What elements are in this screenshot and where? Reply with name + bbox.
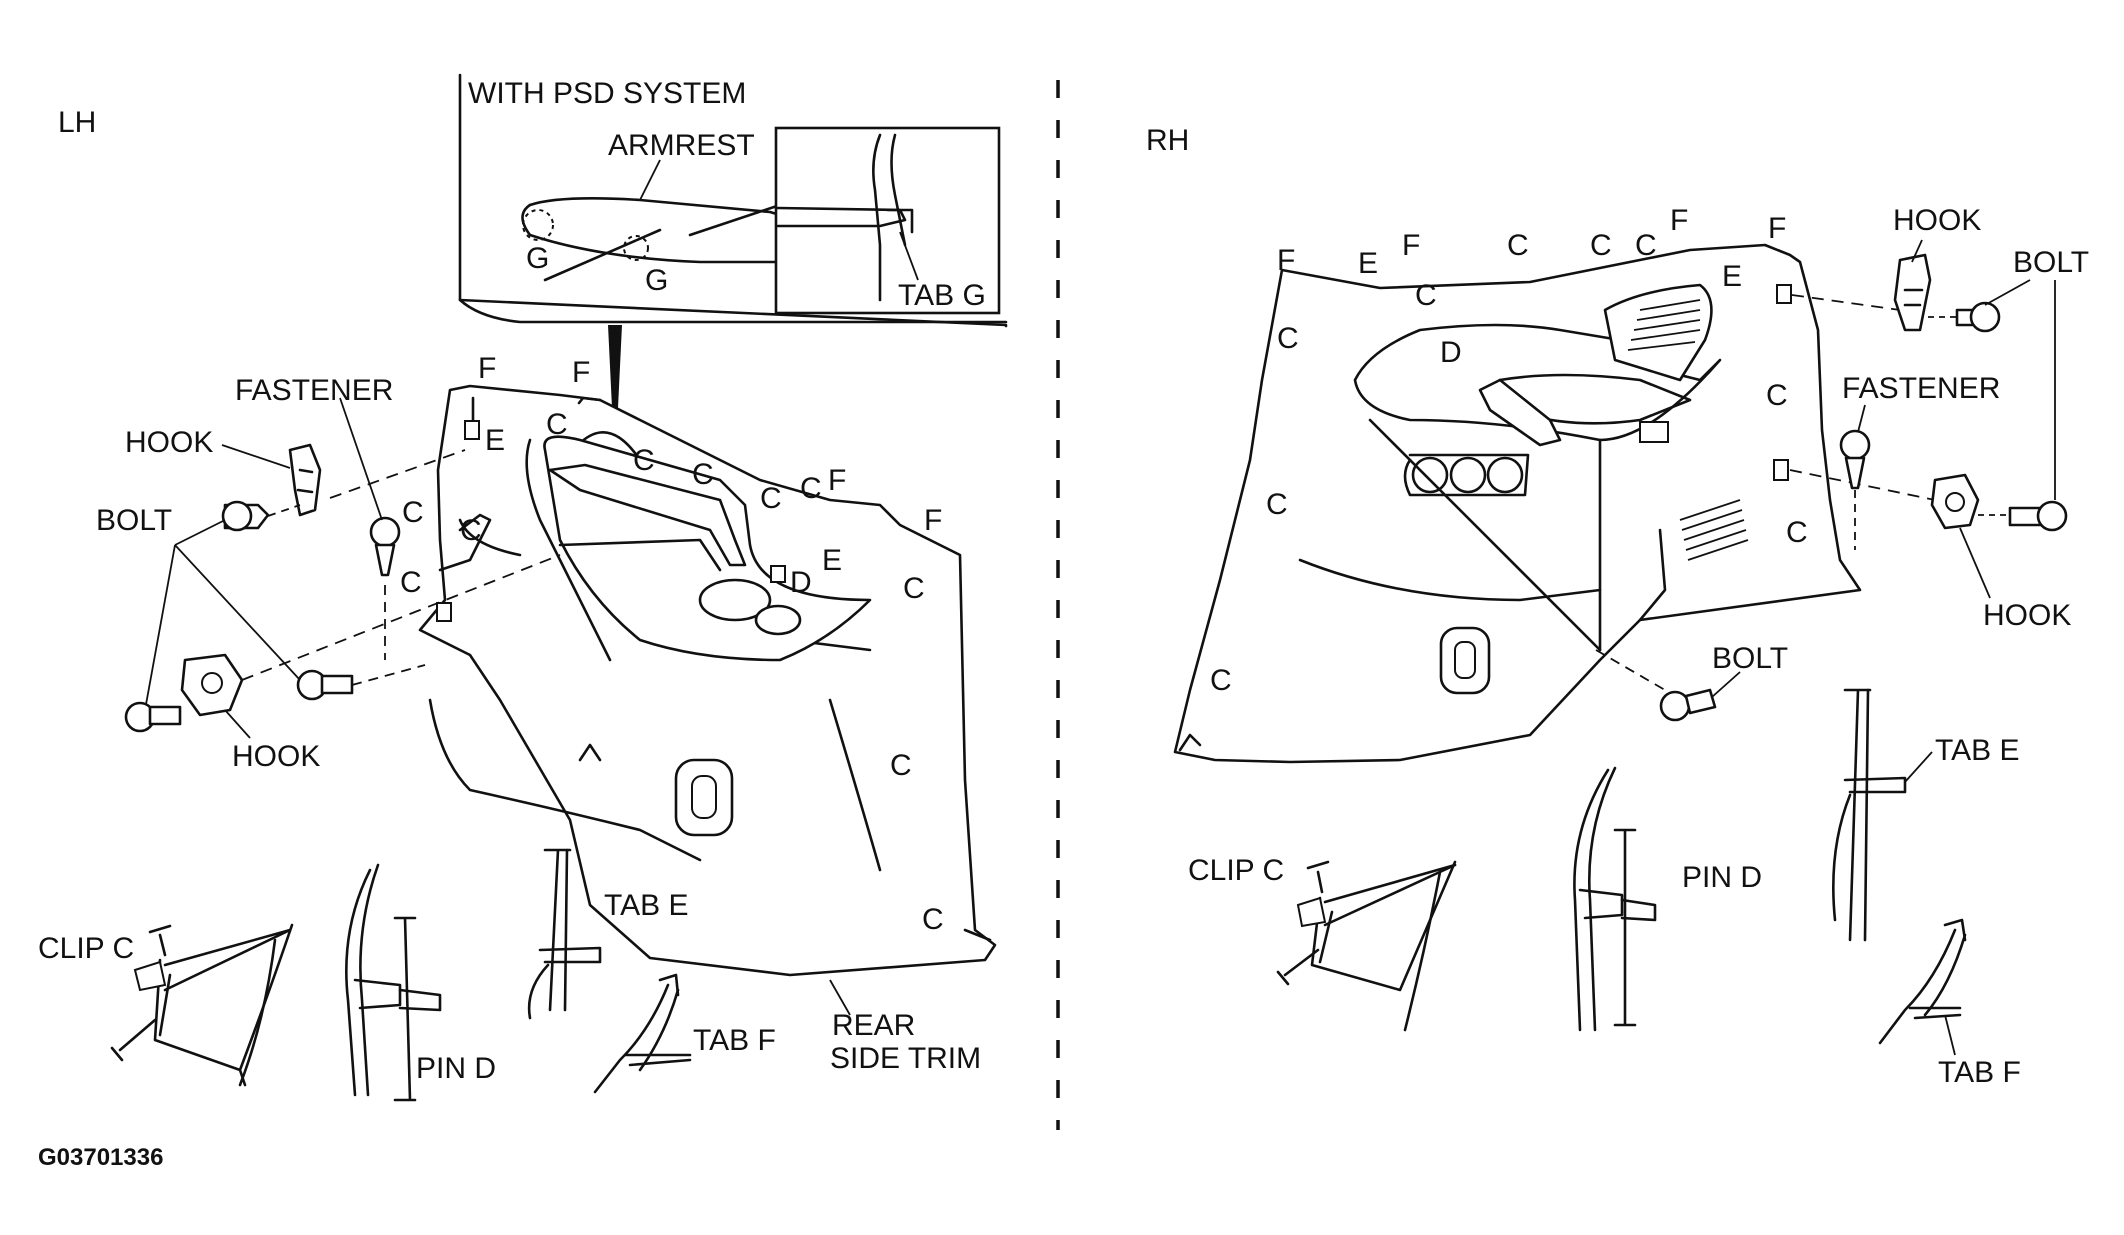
lh-hook-bottom-part (180, 653, 244, 717)
rh-clip-c-9: C (1210, 664, 1232, 697)
lh-tab-e-detail (527, 848, 602, 1020)
rh-tab-f-detail (1878, 918, 1967, 1045)
lh-clip-c-label: CLIP C (38, 932, 134, 965)
lh-tab-e-label: TAB E (604, 889, 688, 922)
lh-bolt-bottom-part (124, 669, 354, 733)
lh-fastener-marks (436, 396, 786, 622)
rh-tab-e-2: E (1722, 260, 1742, 293)
rh-tab-e-detail (1832, 688, 1907, 942)
rh-clip-c-2: C (1507, 229, 1529, 262)
lh-clip-c-4: C (633, 444, 655, 477)
lh-tab-f-3: F (828, 464, 846, 497)
lh-clip-c-6: C (760, 482, 782, 515)
lh-clip-c-8: C (890, 749, 912, 782)
rh-clip-c-7: C (1266, 488, 1288, 521)
rh-hook-top-part (1893, 253, 1932, 332)
rear-side-trim-label-line2: SIDE TRIM (830, 1042, 981, 1075)
lh-clip-c-detail (110, 923, 294, 1087)
lh-clip-c-10: C (460, 514, 482, 547)
rh-clip-c-label: CLIP C (1188, 854, 1284, 887)
lh-tab-f-1: F (478, 352, 496, 385)
g-label-1: G (526, 242, 549, 275)
rh-fastener-label: FASTENER (1842, 372, 2000, 405)
lh-hook-top-part (288, 443, 322, 517)
lh-tab-f-4: F (924, 504, 942, 537)
lh-tab-f-detail (593, 973, 692, 1094)
tab-g-label: TAB G (898, 279, 986, 312)
tab-g-detail-box (774, 126, 1001, 315)
g-location-1 (522, 209, 554, 241)
rh-speaker-grille (1439, 626, 1491, 695)
rh-bolt-bottom-label: BOLT (1712, 642, 1788, 675)
rh-tab-f-2: F (1402, 229, 1420, 262)
rh-tab-f-1: F (1277, 244, 1295, 277)
rh-tab-f-label: TAB F (1938, 1056, 2021, 1089)
inset-pointer (608, 325, 622, 470)
cupholder-2 (754, 604, 802, 636)
rh-clip-c-3: C (1590, 229, 1612, 262)
armrest-label: ARMREST (608, 129, 755, 162)
lh-bolt-label: BOLT (96, 504, 172, 537)
rh-hook-bottom-part (1930, 473, 1980, 530)
lh-clip-c-7: C (903, 572, 925, 605)
rh-hook-top-label: HOOK (1893, 204, 1981, 237)
rh-vent-3 (1486, 456, 1524, 494)
rh-pin-d-detail (1573, 766, 1657, 1032)
figure-code: G03701336 (38, 1144, 163, 1171)
g-label-2: G (645, 264, 668, 297)
lh-tab-e-2: E (822, 544, 842, 577)
cupholder-1 (698, 578, 772, 622)
rh-clip-c-4: C (1635, 229, 1657, 262)
lh-fastener-label: FASTENER (235, 374, 393, 407)
lh-tab-f-2: F (572, 356, 590, 389)
lh-speaker-grille (674, 758, 734, 837)
rh-bolt-top-part (1955, 301, 2001, 333)
lh-pin-d-detail (345, 863, 442, 1102)
psd-inset: WITH PSD SYSTEM ARMREST G G TAB G (458, 73, 1008, 328)
rh-clip-c-8: C (1786, 516, 1808, 549)
rh-tab-f-4: F (1768, 212, 1786, 245)
rh-clip-c-detail (1276, 860, 1457, 1032)
rh-tab-f-3: F (1670, 204, 1688, 237)
lh-pin-d-label: PIN D (416, 1052, 496, 1085)
lh-rear-side-trim-panel (418, 384, 997, 977)
rh-rear-side-trim-panel (1173, 243, 1862, 764)
lh-clip-c-11: C (800, 472, 822, 505)
rh-clip-c-5: C (1277, 322, 1299, 355)
psd-inset-title: WITH PSD SYSTEM (468, 77, 746, 110)
g-location-2 (623, 235, 649, 261)
rh-clip-c-1: C (1415, 279, 1437, 312)
lh-clip-c-1: C (546, 408, 568, 441)
rh-hook-bottom-label: HOOK (1983, 599, 2071, 632)
lh-pin-d: D (790, 566, 812, 599)
rh-tab-e-label: TAB E (1935, 734, 2019, 767)
lh-clip-c-3: C (400, 566, 422, 599)
rh-fastener-part (1839, 429, 1871, 490)
rear-side-trim-label-line1: REAR (832, 1009, 915, 1042)
lh-bolt-top-part (221, 500, 270, 532)
rh-tab-e-1: E (1358, 247, 1378, 280)
lh-clip-c-5: C (692, 458, 714, 491)
lh-hook-bottom-label: HOOK (232, 740, 320, 773)
lh-tab-e-1: E (485, 424, 505, 457)
rh-clip-c-6: C (1766, 379, 1788, 412)
lh-label: LH (58, 106, 96, 139)
rh-vent-2 (1449, 456, 1487, 494)
rh-bolt-side-part (1659, 688, 1717, 722)
rh-bolt-bottom-part (2008, 500, 2068, 532)
rh-vent-1 (1411, 456, 1449, 494)
lh-clip-c-9: C (922, 903, 944, 936)
rh-pin-d-label: PIN D (1682, 861, 1762, 894)
lh-fastener-part (369, 516, 401, 577)
lh-tab-f-label: TAB F (693, 1024, 776, 1057)
lh-clip-c-2: C (402, 496, 424, 529)
lh-hook-top-label: HOOK (125, 426, 213, 459)
rh-bolt-top-label: BOLT (2013, 246, 2089, 279)
rh-label: RH (1146, 124, 1189, 157)
rh-pin-d: D (1440, 336, 1462, 369)
